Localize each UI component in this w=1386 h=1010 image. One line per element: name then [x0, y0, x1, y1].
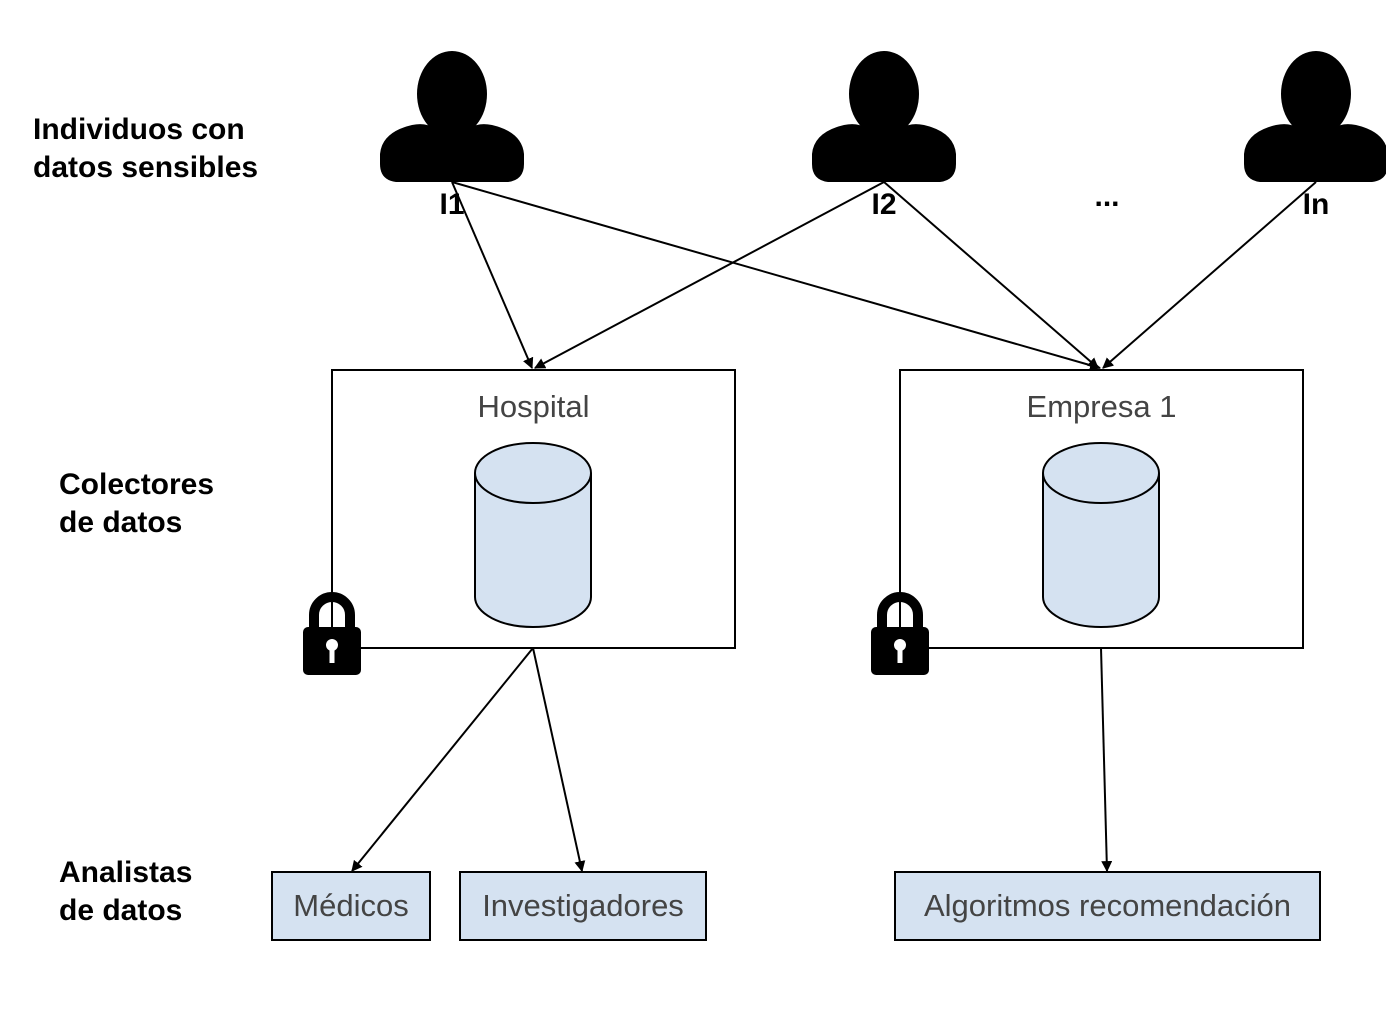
row-label-collectors: Colectores de datos	[59, 466, 214, 542]
arrow-i2-hospital	[534, 181, 885, 369]
arrow-i1-empresa	[451, 181, 1102, 371]
person-label-i1: I1	[439, 188, 465, 221]
row-label-line: de datos	[59, 894, 183, 927]
arrow-i1-hospital	[451, 181, 534, 370]
database-icon	[1042, 442, 1160, 628]
person-label-i2: I2	[871, 188, 897, 221]
analyst-box-medicos: Médicos	[271, 871, 431, 941]
row-label-line: Individuos con	[33, 113, 245, 146]
row-label-line: Analistas	[59, 856, 193, 889]
analyst-box-algoritmos: Algoritmos recomendación	[894, 871, 1321, 941]
analyst-box-investigadores: Investigadores	[459, 871, 707, 941]
row-label-line: Colectores	[59, 468, 215, 501]
lock-icon	[303, 597, 361, 675]
arrow-i2-empresa	[883, 181, 1099, 369]
row-label-line: datos sensibles	[33, 151, 259, 184]
arrow-hospital-medicos	[351, 647, 534, 872]
database-icon	[474, 442, 592, 628]
lock-icon	[871, 597, 929, 675]
arrow-in-empresa	[1102, 181, 1317, 369]
person-label-in: In	[1302, 188, 1330, 221]
collector-title: Hospital	[477, 389, 590, 424]
row-label-individuals: Individuos con datos sensibles	[33, 111, 258, 187]
row-label-analysts: Analistas de datos	[59, 854, 192, 930]
arrow-empresa-algoritmos	[1100, 647, 1113, 873]
arrow-hospital-investigadores	[532, 647, 586, 873]
collector-title: Empresa 1	[1026, 389, 1177, 424]
person-label-ellipsis: ...	[1094, 180, 1120, 213]
row-label-line: de datos	[59, 506, 183, 539]
